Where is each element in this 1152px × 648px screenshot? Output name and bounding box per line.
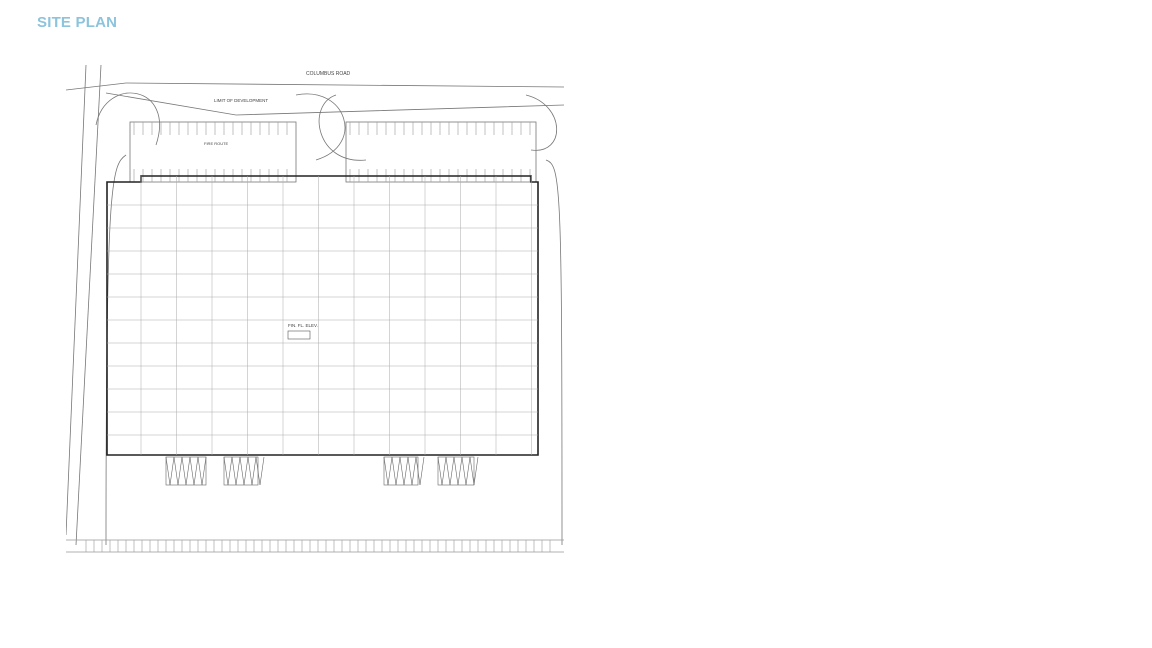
truck-docks (165, 456, 479, 486)
parking-stalls (85, 122, 551, 552)
site-plan-drawing: COLUMBUS ROAD LIMIT OF DEVELOPMENT FIRE … (66, 65, 564, 553)
elevation-label: FIN. FL. ELEV. (288, 323, 318, 328)
road-label: COLUMBUS ROAD (306, 71, 351, 77)
page-title: SITE PLAN (37, 14, 118, 31)
column-grid (107, 176, 538, 455)
limit-label: LIMIT OF DEVELOPMENT (214, 98, 268, 103)
fire-route-label: FIRE ROUTE (204, 141, 229, 146)
building-outline (106, 175, 539, 456)
